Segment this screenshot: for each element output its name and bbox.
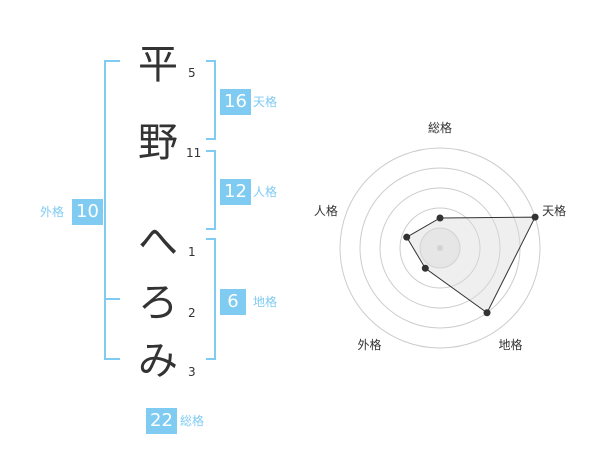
tenkaku-value: 16 <box>220 89 251 115</box>
tenkaku-label: 天格 <box>253 95 278 109</box>
stroke-count-2: 11 <box>186 146 202 160</box>
radar-ring <box>379 187 501 309</box>
stroke-count-4: 2 <box>188 306 196 320</box>
radar-area <box>406 216 536 314</box>
radar-point-3 <box>483 309 491 317</box>
name-char-2: 野 <box>138 120 178 166</box>
radar-point-4 <box>421 264 429 272</box>
radar-axis-label-3: 地格 <box>499 337 523 352</box>
radar-center <box>437 245 443 251</box>
stroke-count-5: 3 <box>188 365 196 379</box>
radar-point-1 <box>436 214 444 222</box>
radar-axis-label-4: 外格 <box>357 337 381 352</box>
radar-axis-label-2: 天格 <box>542 203 566 218</box>
radar-ring <box>399 207 481 289</box>
stroke-count-3: 1 <box>188 245 196 259</box>
jinkaku-label: 人格 <box>253 185 278 199</box>
radar-point-2 <box>531 213 539 221</box>
gaikaku-label: 外格 <box>40 205 65 219</box>
name-char-3: へ <box>138 219 178 265</box>
radar-axis-label-1: 総格 <box>428 120 452 135</box>
radar-axis-label-5: 人格 <box>314 203 338 218</box>
jinkaku-value: 12 <box>220 179 251 205</box>
chikaku-value: 6 <box>220 289 246 315</box>
chikaku-label: 地格 <box>253 295 278 309</box>
stroke-count-1: 5 <box>188 66 196 80</box>
soukaku-label: 総格 <box>180 414 205 428</box>
name-char-4: ろ <box>138 280 178 326</box>
gaikaku-value: 10 <box>72 199 103 225</box>
name-char-1: 平 <box>138 42 178 88</box>
radar-ring <box>339 147 541 349</box>
name-char-5: み <box>138 338 178 384</box>
soukaku-value: 22 <box>146 408 177 434</box>
radar-point-5 <box>403 233 411 241</box>
